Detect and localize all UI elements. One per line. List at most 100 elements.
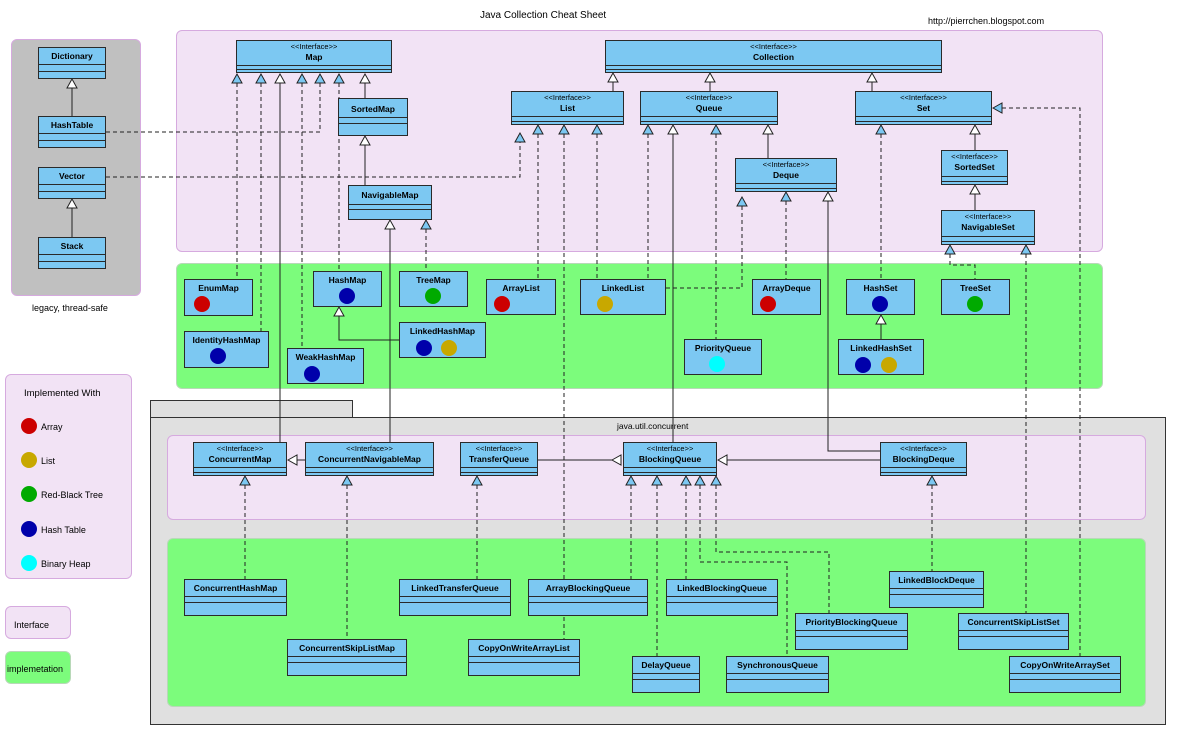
red-black-tree-icon xyxy=(967,296,983,312)
extends-arrowhead xyxy=(704,71,716,83)
hash-table-icon xyxy=(339,288,355,304)
dictionary-class[interactable]: Dictionary xyxy=(38,47,106,79)
extends-arrowhead xyxy=(384,218,396,230)
binary-heap-legend-icon xyxy=(21,555,37,571)
extends-arrowhead xyxy=(333,305,345,317)
blockingqueue-interface[interactable]: <<Interface>>BlockingQueue xyxy=(623,442,717,476)
synchronousqueue-class[interactable]: SynchronousQueue xyxy=(726,656,829,693)
implements-arrowhead xyxy=(944,243,956,255)
extends-arrowhead xyxy=(359,72,371,84)
concurrentskiplistmap-class[interactable]: ConcurrentSkipListMap xyxy=(287,639,407,676)
implements-arrowhead xyxy=(651,474,663,486)
hash-table-icon xyxy=(304,366,320,382)
stack-class[interactable]: Stack xyxy=(38,237,106,269)
implements-arrowhead xyxy=(591,123,603,135)
navigableset-interface[interactable]: <<Interface>>NavigableSet xyxy=(941,210,1035,245)
implements-arrowhead xyxy=(514,131,526,143)
list-icon xyxy=(881,357,897,373)
extends-arrowhead xyxy=(969,123,981,135)
implements-arrowhead xyxy=(341,474,353,486)
blockingdeque-interface[interactable]: <<Interface>>BlockingDeque xyxy=(880,442,967,476)
enummap-class[interactable]: EnumMap xyxy=(184,279,253,316)
red-black-tree-legend-icon xyxy=(21,486,37,502)
extends-arrowhead xyxy=(969,183,981,195)
implements-arrowhead xyxy=(255,72,267,84)
linkedhashset-class[interactable]: LinkedHashSet xyxy=(838,339,924,375)
copyonwritearraylist-class[interactable]: CopyOnWriteArrayList xyxy=(468,639,580,676)
queue-interface[interactable]: <<Interface>>Queue xyxy=(640,91,778,125)
extends-arrowhead xyxy=(607,71,619,83)
legend-label-array: Array xyxy=(41,422,63,432)
legend-label-list: List xyxy=(41,456,56,466)
implements-connector xyxy=(715,485,830,613)
extends-connector xyxy=(827,201,880,452)
map-interface[interactable]: <<Interface>>Map xyxy=(236,40,392,73)
collection-interface[interactable]: <<Interface>>Collection xyxy=(605,40,942,73)
legend-panel xyxy=(5,374,132,579)
concurrentmap-interface[interactable]: <<Interface>>ConcurrentMap xyxy=(193,442,287,476)
concurrent-package-tab xyxy=(150,400,353,418)
binary-heap-icon xyxy=(709,356,725,372)
implements-arrowhead xyxy=(532,123,544,135)
implements-arrowhead xyxy=(471,474,483,486)
list-icon xyxy=(597,296,613,312)
extends-arrowhead xyxy=(66,77,78,89)
arrayblockingqueue-class[interactable]: ArrayBlockingQueue xyxy=(528,579,648,616)
priorityqueue-class[interactable]: PriorityQueue xyxy=(684,339,762,375)
implements-arrowhead xyxy=(333,72,345,84)
implements-arrowhead xyxy=(296,72,308,84)
concurrentskiplistset-class[interactable]: ConcurrentSkipListSet xyxy=(958,613,1069,650)
interface-key xyxy=(5,606,71,639)
concurrentnavigablemap-interface[interactable]: <<Interface>>ConcurrentNavigableMap xyxy=(305,442,434,476)
identityhashmap-class[interactable]: IdentityHashMap xyxy=(184,331,269,368)
sortedmap-interface[interactable]: SortedMap xyxy=(338,98,408,136)
implements-arrowhead xyxy=(926,474,938,486)
array-icon xyxy=(194,296,210,312)
hash-table-icon xyxy=(855,357,871,373)
implements-arrowhead xyxy=(991,102,1003,114)
implements-connector xyxy=(1002,107,1081,656)
implements-arrowhead xyxy=(736,195,748,207)
implements-arrowhead xyxy=(710,123,722,135)
implements-arrowhead xyxy=(780,190,792,202)
delayqueue-class[interactable]: DelayQueue xyxy=(632,656,700,693)
priorityblockingqueue-class[interactable]: PriorityBlockingQueue xyxy=(795,613,908,650)
extends-arrowhead xyxy=(762,123,774,135)
extends-connector xyxy=(338,316,399,341)
linkedblockingqueue-class[interactable]: LinkedBlockingQueue xyxy=(666,579,778,616)
linkedblockdeque-class[interactable]: LinkedBlockDeque xyxy=(889,571,984,608)
transferqueue-interface[interactable]: <<Interface>>TransferQueue xyxy=(460,442,538,476)
implements-arrowhead xyxy=(710,474,722,486)
list-interface[interactable]: <<Interface>>List xyxy=(511,91,624,125)
implements-arrowhead xyxy=(875,123,887,135)
linkedtransferqueue-class[interactable]: LinkedTransferQueue xyxy=(399,579,511,616)
extends-arrowhead xyxy=(359,134,371,146)
extends-arrowhead xyxy=(866,71,878,83)
implementation-key-label: implemetation xyxy=(7,664,64,674)
deque-interface[interactable]: <<Interface>>Deque xyxy=(735,158,837,192)
hash-table-icon xyxy=(416,340,432,356)
red-black-tree-icon xyxy=(425,288,441,304)
navigablemap-interface[interactable]: NavigableMap xyxy=(348,185,432,220)
concurrenthashmap-class[interactable]: ConcurrentHashMap xyxy=(184,579,287,616)
sortedset-interface[interactable]: <<Interface>>SortedSet xyxy=(941,150,1008,185)
vector-class[interactable]: Vector xyxy=(38,167,106,199)
weakhashmap-class[interactable]: WeakHashMap xyxy=(287,348,364,384)
legend-title: Implemented With xyxy=(24,388,101,399)
set-interface[interactable]: <<Interface>>Set xyxy=(855,91,992,125)
legend-label-hashtable: Hash Table xyxy=(41,525,86,535)
list-icon xyxy=(441,340,457,356)
implements-arrowhead xyxy=(680,474,692,486)
concurrent-caption: java.util.concurrent xyxy=(617,421,689,431)
diagram-title: Java Collection Cheat Sheet xyxy=(480,10,607,21)
extends-arrowhead xyxy=(610,454,622,466)
copyonwritearrayset-class[interactable]: CopyOnWriteArraySet xyxy=(1009,656,1121,693)
source-url: http://pierrchen.blogspot.com xyxy=(928,16,1045,26)
hashtable-class[interactable]: HashTable xyxy=(38,116,106,148)
implements-arrowhead xyxy=(558,123,570,135)
linkedlist-class[interactable]: LinkedList xyxy=(580,279,666,315)
implements-arrowhead xyxy=(1020,243,1032,255)
hash-table-icon xyxy=(872,296,888,312)
